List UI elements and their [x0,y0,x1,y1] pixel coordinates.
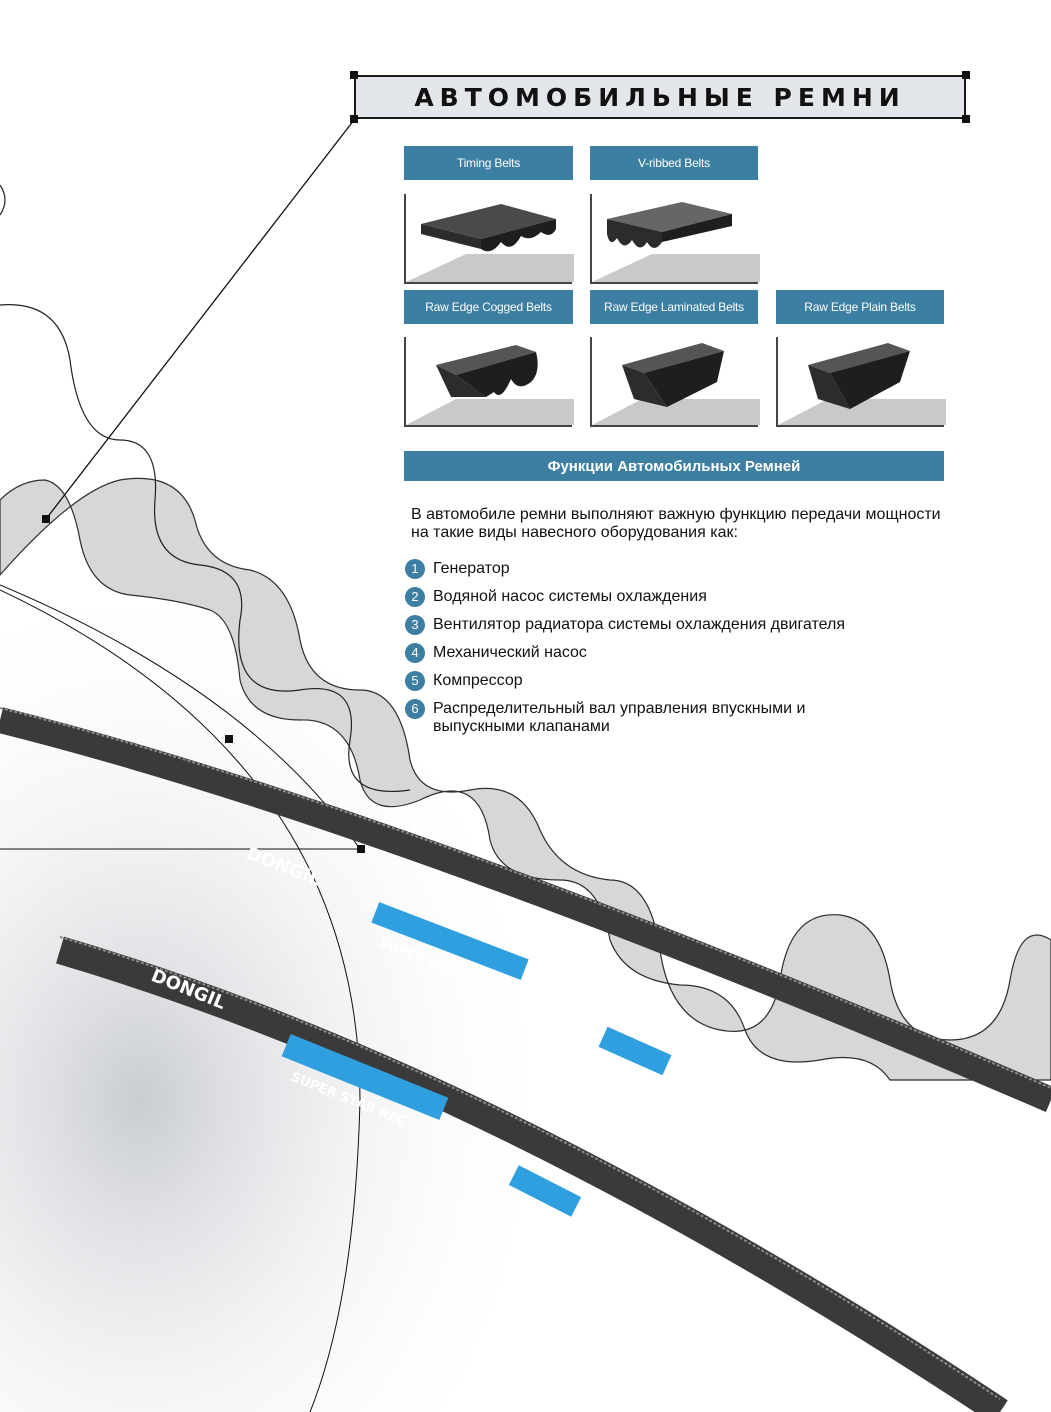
timing-belt-graphic [0,477,1051,1081]
functions-list: 1 Генератор 2 Водяной насос системы охла… [405,559,965,746]
timing-belt-icon [404,194,574,284]
belt-model-print: HM-38 [808,1121,876,1169]
v-ribbed-belt-icon [590,194,760,284]
title-corner-marker [962,115,970,123]
list-item: 4 Механический насос [405,643,965,663]
item-text: Генератор [433,560,510,577]
functions-intro: В автомобиле ремни выполняют важную функ… [411,506,941,541]
item-number-badge: 1 [405,559,425,579]
page-title: АВТОМОБИЛЬНЫЕ РЕМНИ [414,82,906,112]
item-number-badge: 3 [405,615,425,635]
belt-label-raw-edge-cogged: Raw Edge Cogged Belts [404,290,573,324]
item-number-badge: 4 [405,643,425,663]
belt-label-raw-edge-plain: Raw Edge Plain Belts [776,290,944,324]
belt-label-raw-edge-laminated: Raw Edge Laminated Belts [590,290,758,324]
list-item: 6 Распределительный вал управления впуск… [405,699,863,736]
functions-header: Функции Автомобильных Ремней [404,451,944,481]
raw-edge-cogged-belt-icon [404,337,574,427]
item-text: Вентилятор радиатора системы охлаждения … [433,616,845,633]
title-corner-marker [350,115,358,123]
list-item: 2 Водяной насос системы охлаждения [405,587,965,607]
item-text: Механический насос [433,644,587,661]
belt-label-timing: Timing Belts [404,146,573,180]
v-belt-photo [0,707,1051,1412]
belt-label-v-ribbed: V-ribbed Belts [590,146,758,180]
item-number-badge: 2 [405,587,425,607]
item-text: Распределительный вал управления впускны… [433,700,806,735]
list-item: 1 Генератор [405,559,965,579]
list-item: 3 Вентилятор радиатора системы охлаждени… [405,615,965,635]
item-number-badge: 6 [405,699,425,719]
item-number-badge: 5 [405,671,425,691]
item-text: Водяной насос системы охлаждения [433,588,707,605]
title-corner-marker [962,71,970,79]
title-corner-marker [350,71,358,79]
raw-edge-plain-belt-icon [776,337,946,427]
page-title-box: АВТОМОБИЛЬНЫЕ РЕМНИ [354,75,966,119]
item-text: Компрессор [433,672,523,689]
list-item: 5 Компрессор [405,671,965,691]
raw-edge-laminated-belt-icon [590,337,760,427]
